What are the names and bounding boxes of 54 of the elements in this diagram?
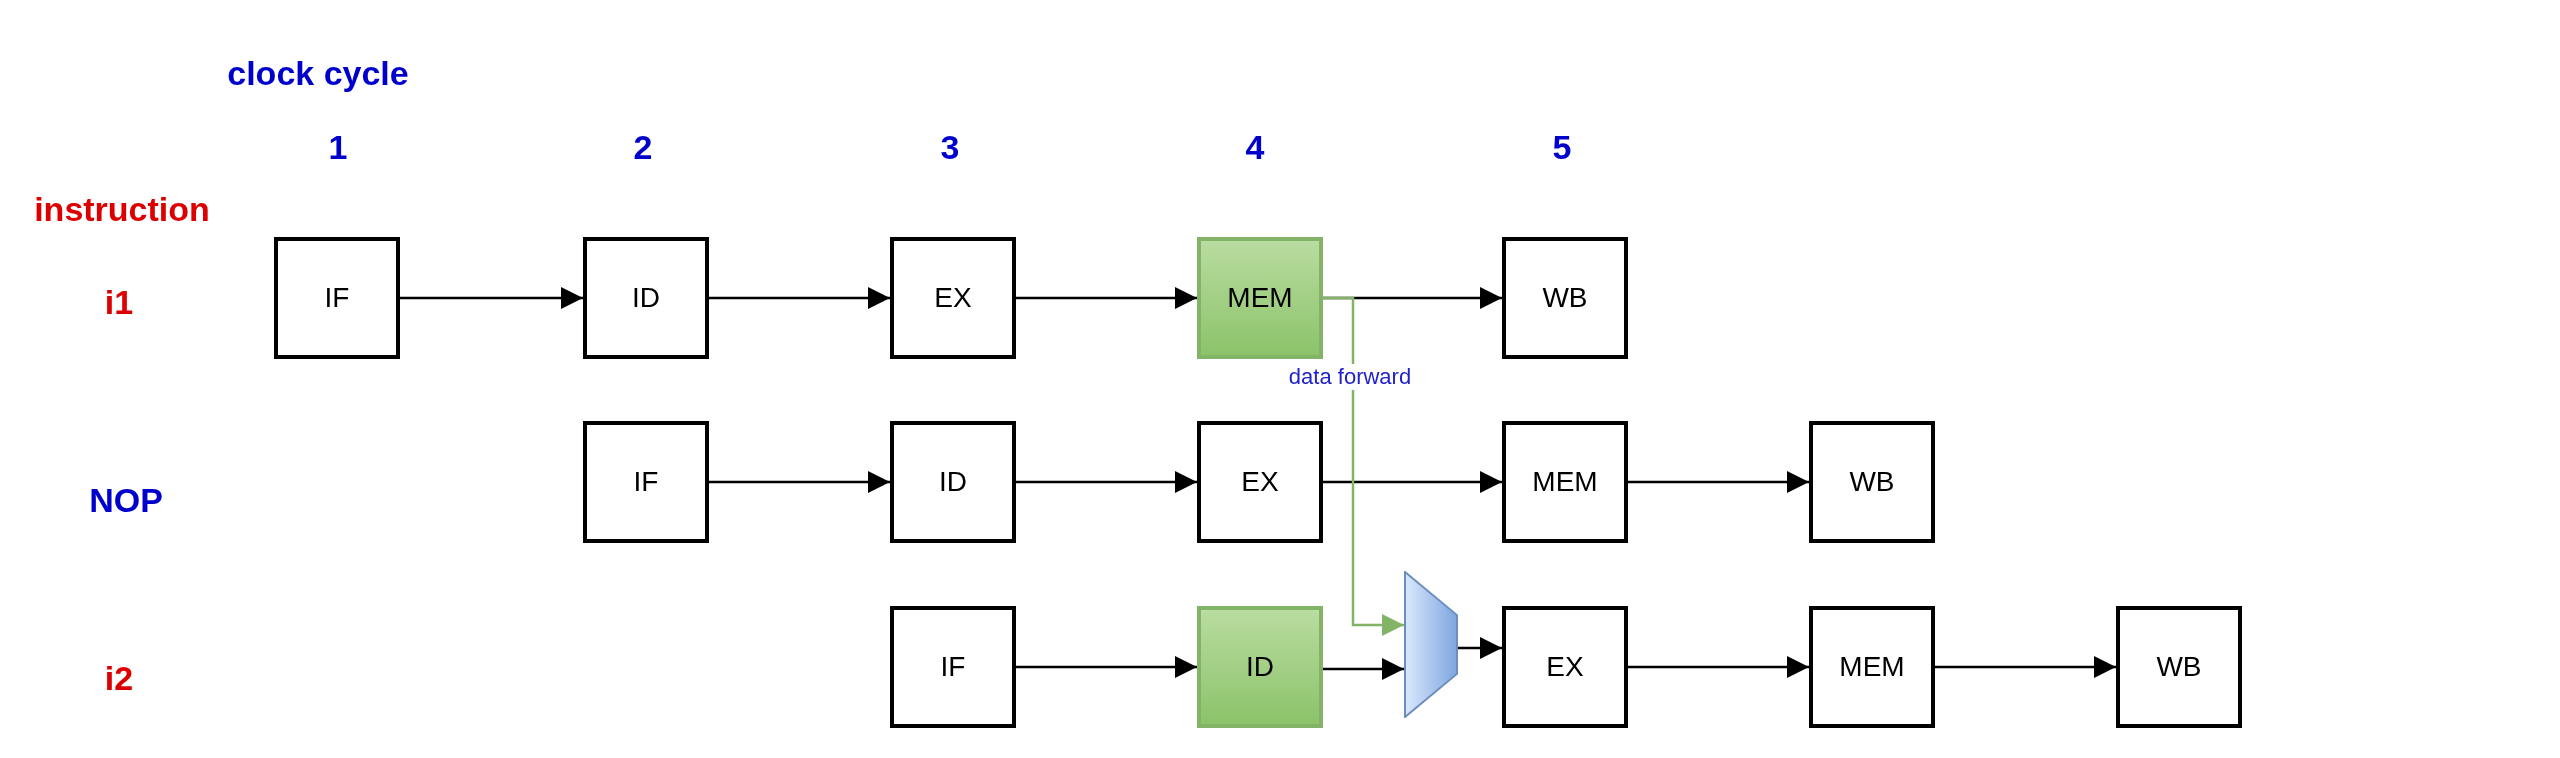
stage-box (1502, 606, 1628, 728)
arrow (1323, 296, 1404, 637)
cycle-number: 1 (328, 127, 348, 167)
cycle-number: 2 (633, 127, 653, 167)
stage-label: MEM (1532, 466, 1598, 498)
stage-label: MEM (1227, 282, 1293, 314)
stage-label: EX (1241, 466, 1279, 498)
stage-box (890, 421, 1016, 543)
stage-box (1502, 421, 1628, 543)
arrow (1016, 470, 1197, 494)
arrow (709, 286, 890, 310)
axis-title: instruction (34, 189, 210, 229)
axis-title: clock cycle (227, 53, 409, 93)
stage-box (1197, 237, 1323, 359)
cycle-number: 5 (1552, 127, 1572, 167)
cycle-number: 4 (1245, 127, 1265, 167)
stage-box (583, 421, 709, 543)
stage-box (1197, 421, 1323, 543)
stage-label: EX (1546, 651, 1584, 683)
arrow (1016, 286, 1197, 310)
arrow (1628, 655, 1809, 679)
arrow (1935, 655, 2116, 679)
stage-box (1809, 606, 1935, 728)
stage-label: MEM (1839, 651, 1905, 683)
instruction-label: NOP (89, 480, 163, 520)
arrow (1323, 657, 1404, 681)
stage-label: ID (1246, 651, 1274, 683)
arrow (1323, 470, 1502, 494)
stage-box (583, 237, 709, 359)
stage-label: WB (1542, 282, 1588, 314)
arrow (1628, 470, 1809, 494)
instruction-label: i2 (104, 658, 134, 698)
stage-label: WB (1849, 466, 1895, 498)
stage-box (1502, 237, 1628, 359)
stage-label: ID (632, 282, 660, 314)
stage-label: ID (939, 466, 967, 498)
arrow (709, 470, 890, 494)
arrow (1458, 636, 1502, 660)
multiplexer-shape (1404, 571, 1458, 718)
stage-box (1197, 606, 1323, 728)
stage-box (890, 606, 1016, 728)
stage-label: WB (2156, 651, 2202, 683)
stage-box (890, 237, 1016, 359)
stage-label: IF (633, 466, 659, 498)
stage-label: IF (324, 282, 350, 314)
arrow (400, 286, 583, 310)
stage-box (1809, 421, 1935, 543)
stage-box (274, 237, 400, 359)
stage-label: EX (934, 282, 972, 314)
stage-label: IF (940, 651, 966, 683)
arrow (1016, 655, 1197, 679)
instruction-label: i1 (104, 282, 134, 322)
stage-box (2116, 606, 2242, 728)
cycle-number: 3 (940, 127, 960, 167)
